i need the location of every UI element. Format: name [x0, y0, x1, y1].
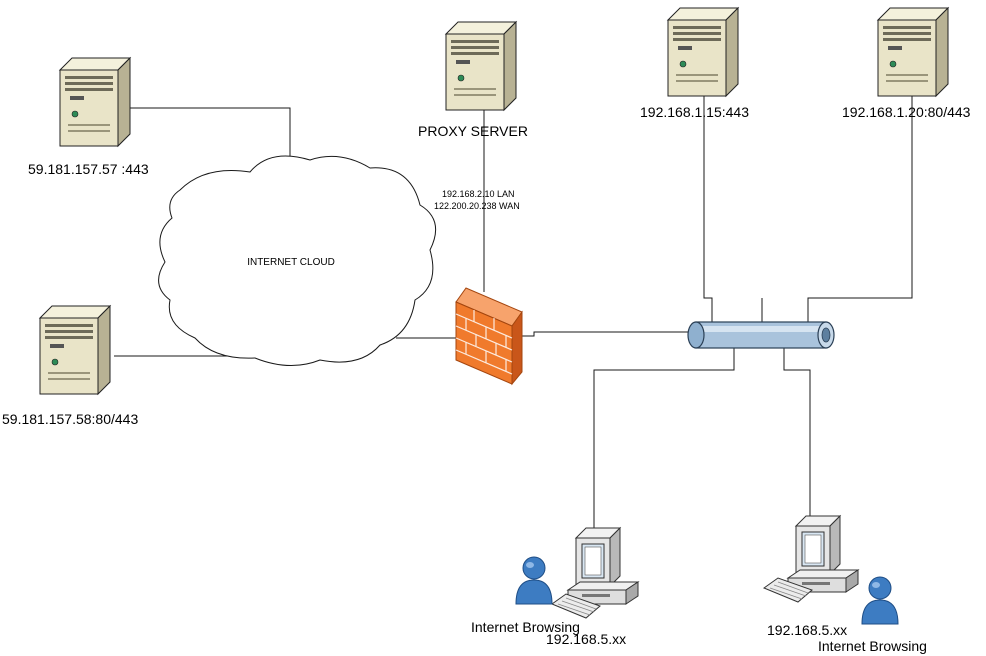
proxy-lan-address: 192.168.2.10 LAN [442, 189, 515, 199]
server-right-2: 192.168.1.20:80/443 [842, 7, 971, 120]
link-switch-to-client-2 [783, 348, 811, 518]
cloud-label: INTERNET CLOUD [247, 257, 335, 268]
server-tower-icon [877, 7, 949, 97]
server-tower-icon [59, 57, 131, 147]
proxy-wan-address: 122.200.20.238 WAN [434, 201, 520, 211]
desktop-computer-icon [567, 527, 639, 605]
client-workstation-1: Internet Browsing 192.168.5.xx [471, 527, 639, 647]
client-1-activity: Internet Browsing [471, 619, 580, 635]
client-2-ip: 192.168.5.xx [767, 622, 847, 638]
internet-cloud: INTERNET CLOUD [158, 155, 437, 367]
desktop-computer-icon [787, 515, 859, 593]
server-right-1: 192.168.1.15:443 [640, 7, 749, 120]
firewall [455, 287, 523, 386]
client-workstation-2: 192.168.5.xx Internet Browsing [763, 515, 927, 654]
server-right-1-label: 192.168.1.15:443 [640, 104, 749, 120]
network-switch [687, 321, 835, 349]
server-top-left-label: 59.181.157.57 :443 [28, 161, 149, 177]
link-server-top-left-to-cloud [126, 107, 291, 158]
user-person-icon [861, 576, 899, 625]
firewall-brick-icon [455, 287, 523, 386]
server-right-2-label: 192.168.1.20:80/443 [842, 104, 971, 120]
server-bottom-left-label: 59.181.157.58:80/443 [2, 411, 138, 427]
client-1-ip: 192.168.5.xx [546, 631, 626, 647]
link-server-right-2-to-switch [807, 50, 913, 322]
server-tower-icon [445, 21, 517, 111]
cloud-icon [158, 155, 437, 367]
link-firewall-to-switch [516, 331, 690, 337]
server-bottom-left: 59.181.157.58:80/443 [2, 305, 138, 427]
server-tower-icon [667, 7, 739, 97]
link-switch-to-client-1 [593, 348, 735, 528]
proxy-title: PROXY SERVER [418, 123, 528, 139]
connection-lines [114, 50, 913, 528]
client-2-activity: Internet Browsing [818, 638, 927, 654]
proxy-server: PROXY SERVER 192.168.2.10 LAN 122.200.20… [418, 21, 528, 211]
server-tower-icon [39, 305, 111, 395]
server-top-left: 59.181.157.57 :443 [28, 57, 149, 177]
network-switch-bus-icon [687, 321, 835, 349]
user-person-icon [515, 556, 553, 605]
link-server-right-1-to-switch [703, 50, 713, 322]
